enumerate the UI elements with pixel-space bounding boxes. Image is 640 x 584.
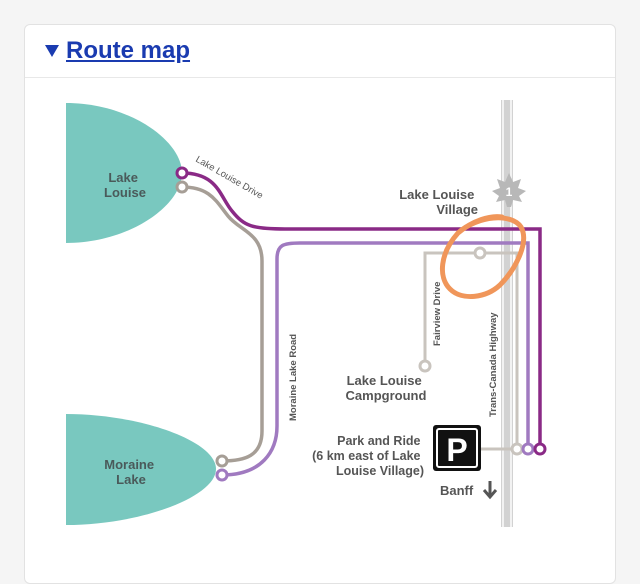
route-light-purple [221, 241, 530, 477]
stop-lake-louise-purple [175, 166, 189, 180]
parking-sign-letter: P [446, 432, 467, 468]
route-grey-lakelouise-moraine [181, 185, 264, 463]
route-map-card: Route map [24, 24, 616, 584]
park-and-ride-label-line3: Louise Village) [336, 464, 424, 478]
stop-park-ride-light-purple [521, 442, 535, 456]
stop-moraine-purple [215, 468, 229, 482]
stop-moraine-grey [215, 454, 229, 468]
park-and-ride-label: Park and Ride (6 km east of Lake Louise … [312, 434, 424, 478]
village-label-line2: Village [436, 202, 478, 217]
lake-louise-label-line1: Lake [108, 170, 138, 185]
card-header: Route map [25, 25, 615, 78]
route-dark-purple [181, 171, 542, 449]
village-label-line1: Lake Louise [399, 187, 474, 202]
stop-village [473, 246, 487, 260]
lake-louise-label: Lake Louise [104, 170, 146, 200]
campground-label-line1: Lake Louise [347, 373, 422, 388]
moraine-lake-road-label: Moraine Lake Road [288, 334, 299, 421]
moraine-lake-label-line1: Moraine [104, 457, 154, 472]
stop-park-ride-dark-purple [533, 442, 547, 456]
park-and-ride-label-line1: Park and Ride [337, 434, 420, 448]
stop-lake-louise-grey [175, 180, 189, 194]
route-light-grey-campground [423, 251, 519, 449]
highway-number: 1 [506, 185, 513, 199]
route-map: 1 Lake Louise Moraine Lake Lake Louise D… [66, 100, 566, 535]
campground-label: Lake Louise Campground [346, 373, 427, 403]
route-map-toggle[interactable]: Route map [45, 36, 190, 66]
route-map-title-link[interactable]: Route map [66, 37, 191, 64]
annotation-circle [439, 214, 527, 299]
moraine-lake-label-line2: Lake [116, 472, 146, 487]
triangle-down-icon[interactable] [45, 45, 59, 57]
fairview-drive-label: Fairview Drive [432, 282, 443, 346]
banff-label: Banff [440, 483, 474, 498]
parking-sign-icon: P [433, 425, 481, 471]
stop-campground [418, 359, 432, 373]
arrow-down-icon [482, 481, 498, 500]
moraine-lake-label: Moraine Lake [104, 457, 157, 487]
village-label: Lake Louise Village [399, 187, 478, 217]
lake-louise-label-line2: Louise [104, 185, 146, 200]
maple-leaf-shield-icon: 1 [492, 173, 526, 207]
trans-canada-highway-label: Trans-Canada Highway [488, 312, 499, 417]
stop-park-ride-grey [510, 442, 524, 456]
lake-louise-shape [66, 103, 182, 243]
moraine-lake-shape [66, 414, 216, 525]
campground-label-line2: Campground [346, 388, 427, 403]
route-map-svg: 1 Lake Louise Moraine Lake Lake Louise D… [66, 100, 547, 527]
park-and-ride-label-line2: (6 km east of Lake [312, 449, 420, 463]
